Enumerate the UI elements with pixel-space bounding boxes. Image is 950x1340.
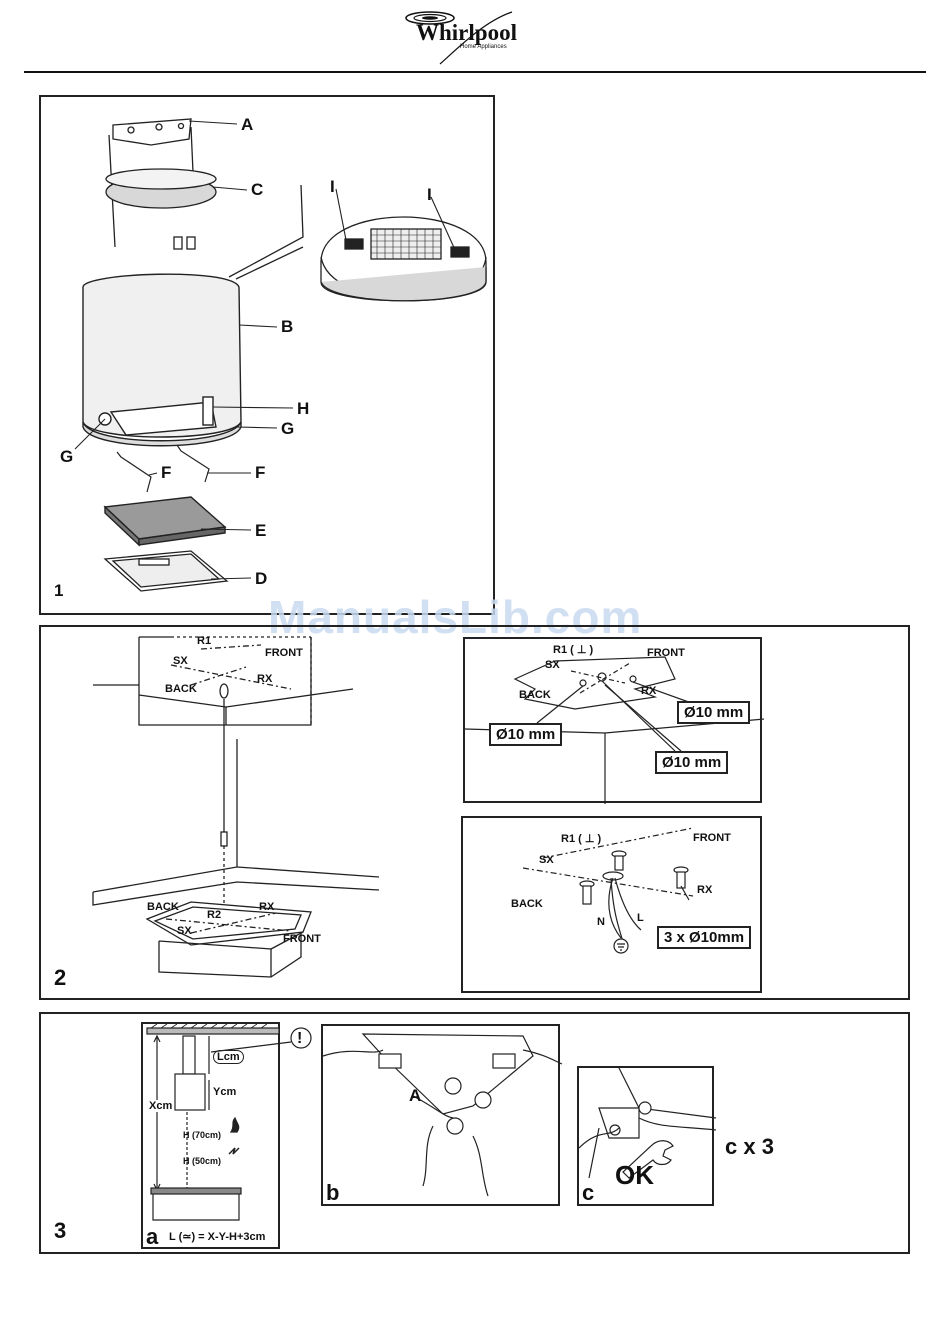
brand-tagline: Home Appliances [460,44,507,50]
header-rule [24,71,926,73]
fig1-label-a: A [241,115,253,135]
label-lcm: Lcm [213,1050,244,1064]
inset-bottom-l: L [637,912,644,924]
fig2-label-sx: SX [173,655,188,667]
sub-letter-c: c [582,1180,594,1206]
hood-body-b [83,274,241,446]
hole-diameter-label-2: Ø10 mm [489,723,562,746]
sub-figure-c: OK c [577,1066,714,1206]
label-h50: H (50cm) [183,1156,221,1166]
brand-logo: Whirlpool Home Appliances [400,6,540,66]
fig1-label-f-left: F [161,463,171,483]
inset-bottom-front: FRONT [693,832,731,844]
plate-c [106,169,216,249]
grease-filter-d [105,551,227,591]
fig1-label-c: C [251,180,263,200]
fig1-label-b: B [281,317,293,337]
fig2-label-r2: R2 [207,909,221,921]
inset-top-rx: RX [641,685,656,697]
sub-b-label-a: A [409,1086,421,1106]
inset-top-sx: SX [545,659,560,671]
inset-top-r1: R1 ( ⊥ ) [553,643,593,656]
carbon-filter-e [105,497,225,545]
step-number-3: 3 [54,1218,66,1244]
anchor-screws-inset: R1 ( ⊥ ) FRONT SX RX BACK N L 3 x Ø10mm [461,816,762,993]
fig2-label-back: BACK [165,683,197,695]
hole-diameter-label-1: Ø10 mm [677,701,750,724]
fig1-label-g-left: G [60,447,73,467]
label-xcm: Xcm [149,1100,172,1112]
anchor-screws-drawing [463,818,764,995]
fig2-label-r1: R1 [197,635,211,647]
inset-bottom-sx: SX [539,854,554,866]
step-number-1: 1 [54,581,63,601]
fig1-label-e: E [255,521,266,541]
label-h70: H (70cm) [183,1130,221,1140]
fig1-label-d: D [255,569,267,589]
hood-exploded-drawing [41,97,497,617]
sub-figure-b: A b [321,1024,560,1206]
brand-name: Whirlpool [416,20,517,46]
drill-holes-inset: R1 ( ⊥ ) FRONT SX RX BACK Ø10 mm Ø10 mm … [463,637,762,803]
fig1-label-f-right: F [255,463,265,483]
ok-label: OK [615,1160,654,1191]
inset-bottom-n: N [597,916,605,928]
fig2-label-rx-hob: RX [259,901,274,913]
figure-1-panel: A C I I B H G G F F E D 1 [39,95,495,615]
fig1-label-g-right: G [281,419,294,439]
sub-figure-a: Lcm Ycm Xcm H (70cm) H (50cm) ! a L (≃) … [141,1022,280,1249]
label-ycm: Ycm [213,1086,236,1098]
fig2-label-sx-hob: SX [177,925,192,937]
fig1-label-i-right: I [427,185,432,205]
inset-top-back: BACK [519,689,551,701]
hole-diameter-label-3: Ø10 mm [655,751,728,774]
cable-length-formula: L (≃) = X-Y-H+3cm [169,1230,265,1243]
warning-icon: ! [297,1030,302,1048]
fig1-label-i-left: I [330,177,335,197]
inset-bottom-back: BACK [511,898,543,910]
inset-top-front: FRONT [647,647,685,659]
figure-2-panel: R1 FRONT SX RX BACK BACK RX R2 SX FRONT … [39,625,910,1000]
inset-bottom-r1: R1 ( ⊥ ) [561,832,601,845]
step-number-2: 2 [54,965,66,991]
repeat-count-label: c x 3 [725,1134,774,1160]
fig2-label-back-hob: BACK [147,901,179,913]
bracket-cable-drawing [323,1026,562,1208]
grease-frame-detail [321,217,486,301]
inset-bottom-rx: RX [697,884,712,896]
sub-letter-a: a [146,1224,158,1250]
fig2-label-front: FRONT [265,647,303,659]
fig1-label-h: H [297,399,309,419]
fig2-label-rx: RX [257,673,272,685]
figure-3-panel: 3 Lcm Ycm [39,1012,910,1254]
sub-letter-b: b [326,1180,339,1206]
screw-spec-label: 3 x Ø10mm [657,926,751,949]
fig2-label-front-hob: FRONT [283,933,321,945]
